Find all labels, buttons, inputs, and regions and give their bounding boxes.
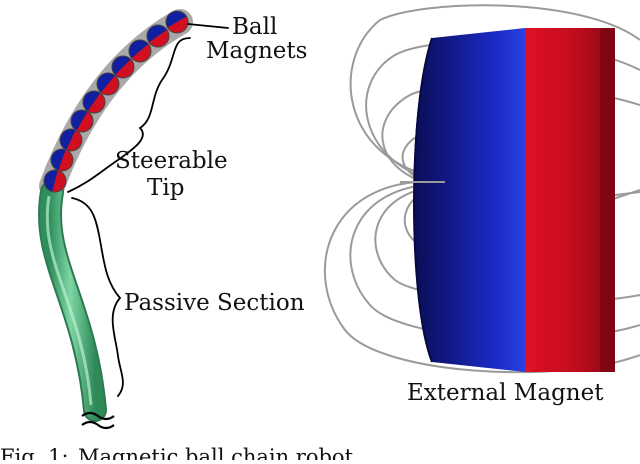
ball-magnets: [43, 10, 189, 193]
ball-magnet: [59, 128, 83, 152]
ball-magnet: [128, 39, 152, 63]
ball-magnet: [111, 55, 135, 79]
break-symbol: [81, 411, 115, 430]
south-pole-dark-strip: [600, 28, 615, 372]
ball-leader-line: [187, 23, 229, 29]
labels: Ball Magnets Steerable Tip Passive Secti…: [115, 14, 604, 406]
south-pole: [525, 28, 615, 372]
ball-magnet: [146, 24, 170, 48]
caption-text: Magnetic ball chain robot...: [78, 445, 373, 460]
passive-tube-sheen: [45, 195, 93, 406]
ball-magnet: [43, 169, 67, 193]
passive-brace: [71, 197, 124, 397]
steerable-brace: [67, 37, 191, 193]
catheter: [37, 9, 193, 430]
ball-magnet: [50, 148, 74, 172]
ball-magnet: [96, 72, 120, 96]
external-magnet: [323, 4, 640, 374]
north-pole-edge: [413, 37, 433, 363]
ball-magnet: [70, 109, 94, 133]
steerable-label-line1: Steerable: [115, 148, 228, 174]
caption-fig-label: Fig. 1:: [0, 445, 69, 460]
caption: Fig. 1: Magnetic ball chain robot...: [0, 445, 373, 464]
external-magnet-label: External Magnet: [407, 380, 604, 406]
north-pole: [413, 28, 525, 372]
passive-section-label: Passive Section: [124, 290, 305, 316]
ball-label-line1: Ball: [232, 14, 277, 40]
ball-magnet: [82, 90, 106, 114]
ball-label-line2: Magnets: [206, 38, 307, 64]
ball-magnet: [165, 10, 189, 34]
steerable-label-line2: Tip: [147, 175, 184, 201]
passive-tube-highlight: [39, 182, 105, 420]
annotations: [67, 23, 229, 397]
